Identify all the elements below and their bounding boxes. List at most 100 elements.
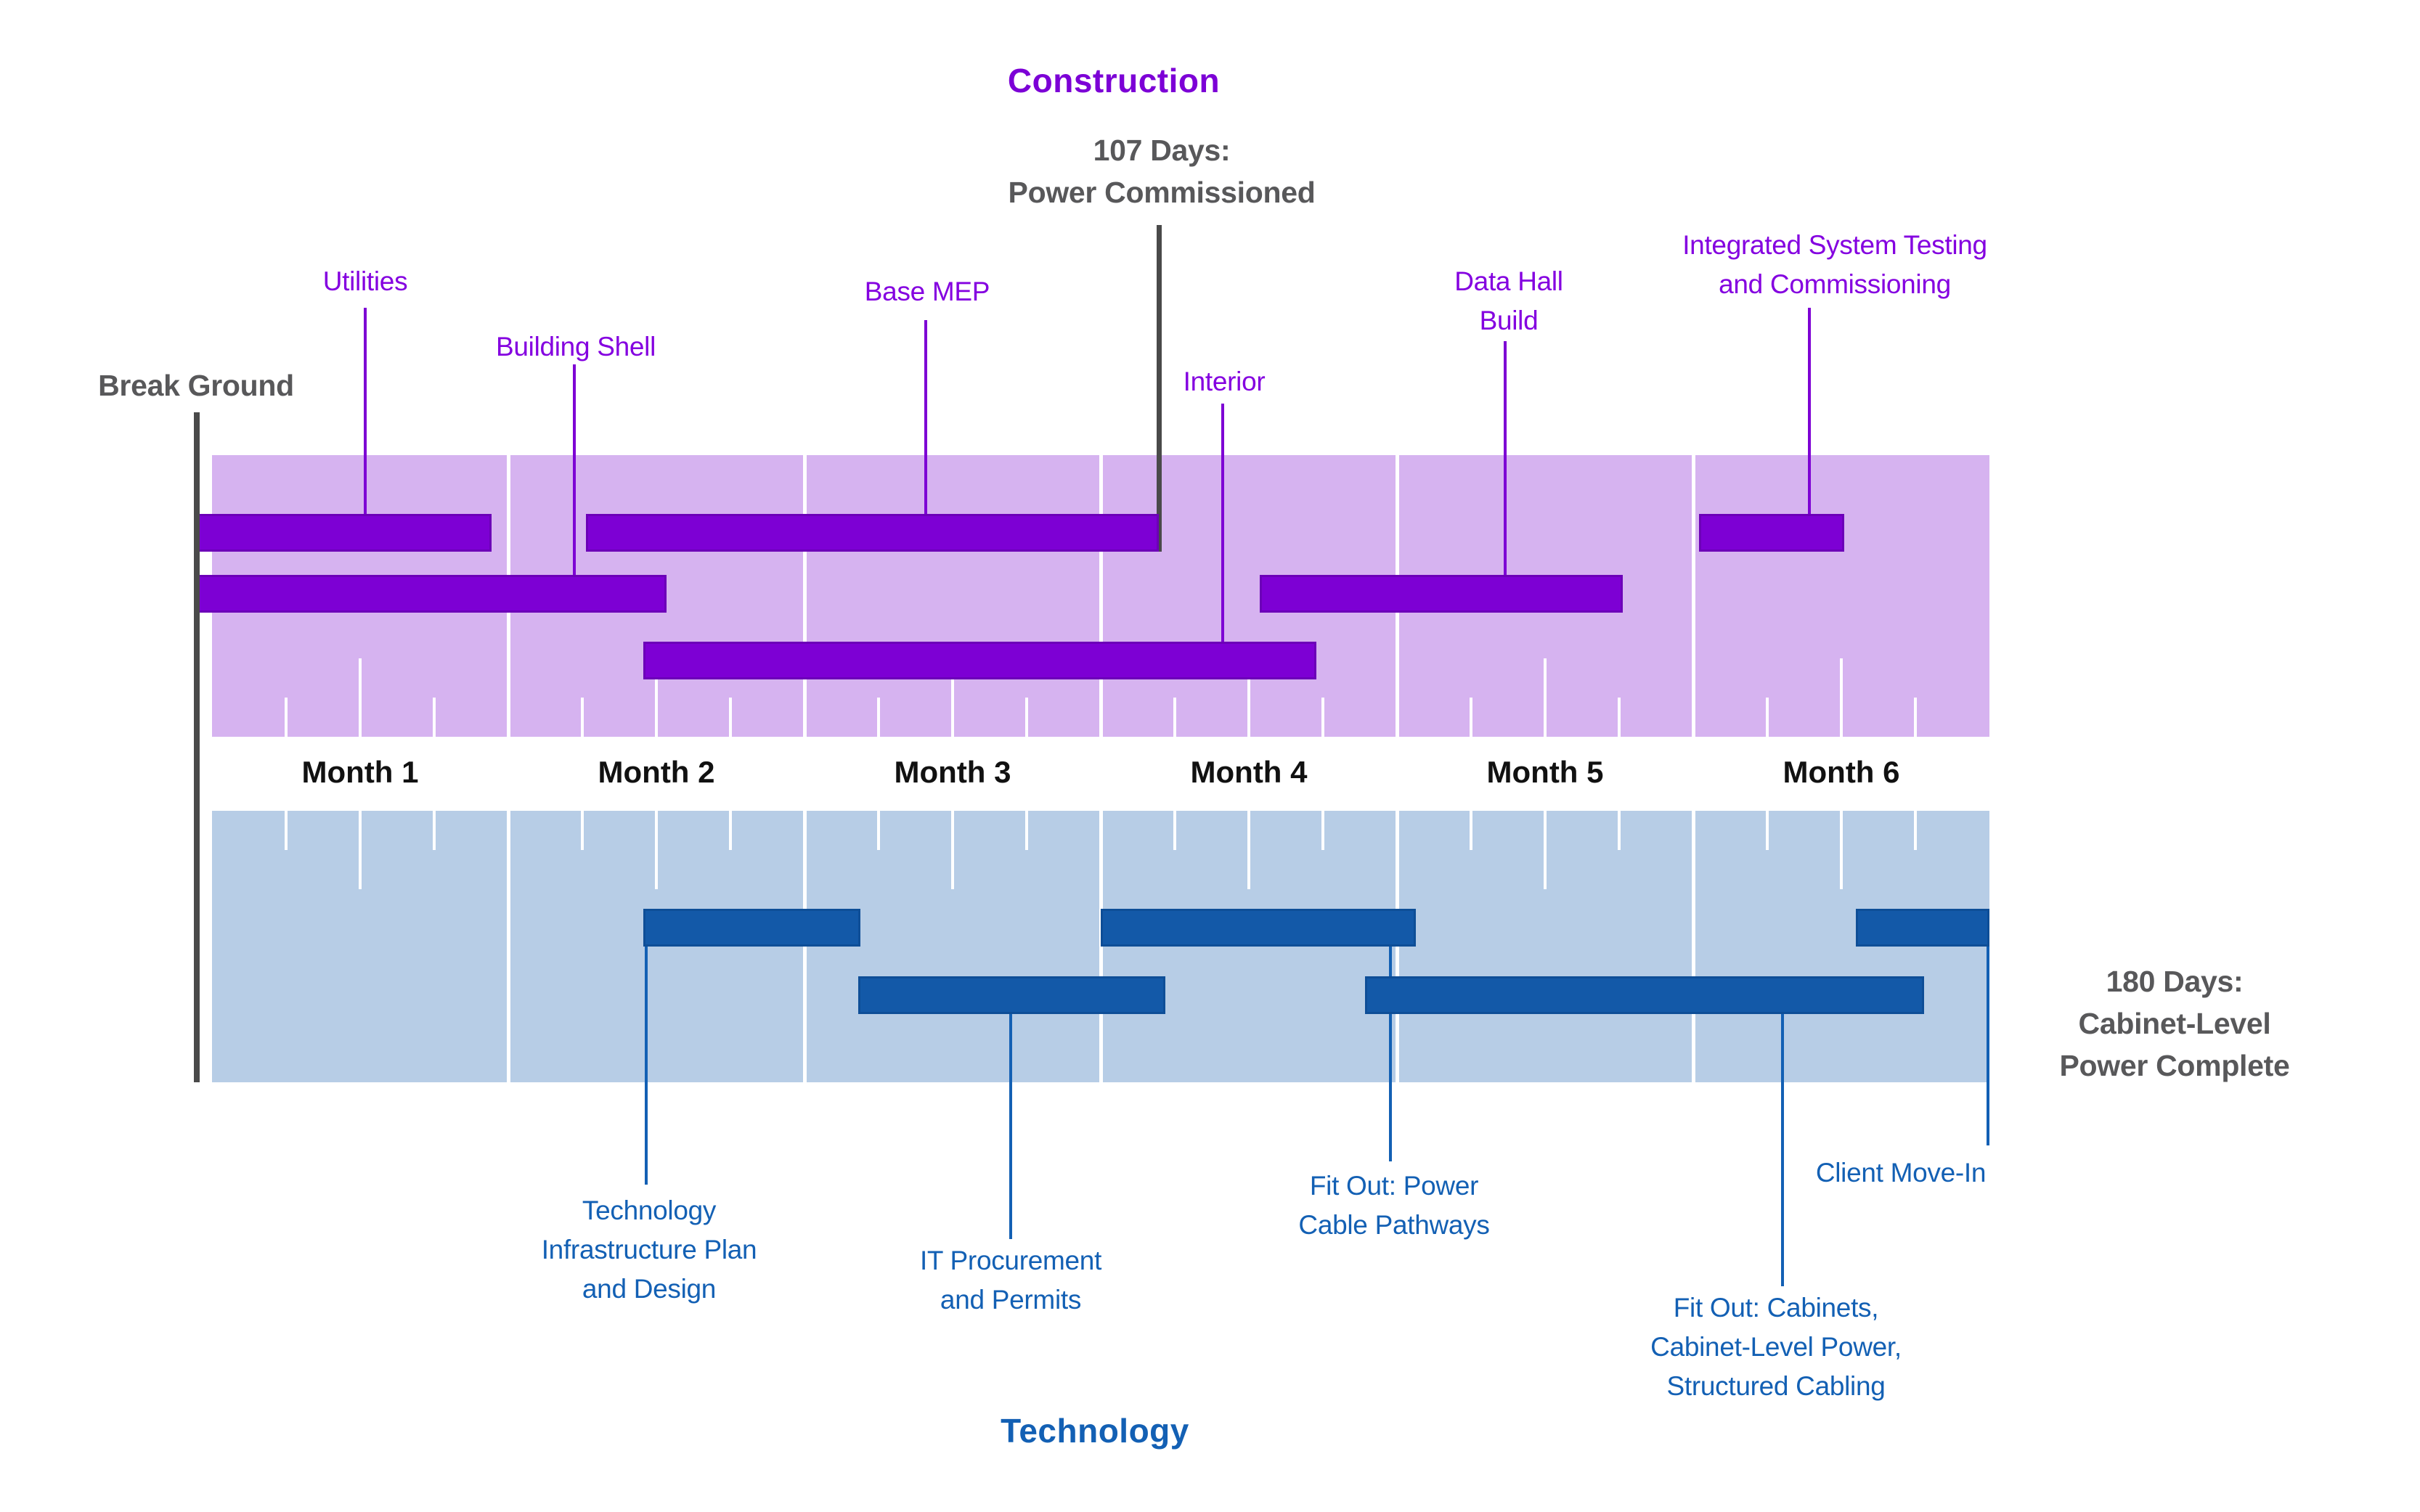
week-tick <box>951 811 954 889</box>
week-tick <box>1840 811 1843 889</box>
month-label-4: Month 4 <box>1190 755 1308 789</box>
leader-integrated-system-testing <box>1808 308 1811 514</box>
week-tick <box>1470 811 1472 850</box>
week-tick <box>729 698 732 737</box>
data-hall-line1: Data Hall <box>1454 266 1563 296</box>
week-tick <box>1321 811 1324 850</box>
task-label-it-procurement: IT Procurement and Permits <box>920 1241 1101 1320</box>
week-tick <box>1618 698 1621 737</box>
week-tick <box>1247 658 1250 737</box>
leader-base-mep <box>924 320 927 514</box>
bar-interior <box>643 642 1316 679</box>
it-proc-line1: IT Procurement <box>919 1246 1102 1275</box>
fitout-cab-line1: Fit Out: Cabinets, <box>1673 1293 1879 1323</box>
week-tick <box>581 811 584 850</box>
task-label-data-hall-build: Data Hall Build <box>1454 262 1563 340</box>
week-tick <box>1914 698 1917 737</box>
tech-infra-line1: Technology <box>582 1196 717 1225</box>
bar-fitout-power <box>1101 909 1416 947</box>
month-separator <box>1692 811 1695 1082</box>
week-tick <box>581 698 584 737</box>
fitout-cab-line2: Cabinet-Level Power, <box>1650 1332 1902 1362</box>
week-tick <box>1247 811 1250 889</box>
leader-utilities <box>364 308 367 514</box>
bar-data-hall-build <box>1260 575 1623 613</box>
month-label-1: Month 1 <box>301 755 419 789</box>
week-tick <box>285 698 288 737</box>
week-tick <box>1766 698 1769 737</box>
month-separator <box>1099 811 1103 1082</box>
month-separator <box>803 811 807 1082</box>
week-tick <box>359 658 362 737</box>
bar-base-mep <box>586 514 1159 552</box>
milestone-line-107-days <box>1157 225 1162 552</box>
fitout-cab-line3: Structured Cabling <box>1666 1371 1886 1401</box>
leader-client-move-in <box>1987 947 1989 1145</box>
leader-it-procurement <box>1009 1014 1012 1239</box>
week-tick <box>729 811 732 850</box>
data-hall-line2: Build <box>1479 306 1539 335</box>
week-tick <box>1544 811 1547 889</box>
leader-interior <box>1221 404 1224 642</box>
milestone-180-line3: Power Complete <box>2059 1049 2290 1082</box>
task-label-fitout-cabinets: Fit Out: Cabinets, Cabinet-Level Power, … <box>1650 1288 1902 1406</box>
bar-building-shell <box>194 575 667 613</box>
week-tick <box>433 698 436 737</box>
milestone-label-107-days: 107 Days: Power Commissioned <box>1009 129 1316 213</box>
milestone-180-line2: Cabinet-Level <box>2078 1007 2271 1040</box>
leader-data-hall-build <box>1504 341 1507 575</box>
month-label-2: Month 2 <box>598 755 715 789</box>
month-separator <box>1099 455 1103 737</box>
week-tick <box>877 811 880 850</box>
bar-integrated-system-testing <box>1699 514 1844 552</box>
week-tick <box>655 811 658 889</box>
task-label-base-mep: Base MEP <box>864 277 990 306</box>
month-label-3: Month 3 <box>894 755 1011 789</box>
week-tick <box>1321 698 1324 737</box>
week-tick <box>1766 811 1769 850</box>
lane-title-construction: Construction <box>1007 62 1221 99</box>
istc-line2: and Commissioning <box>1719 269 1951 299</box>
month-separator <box>507 811 510 1082</box>
lane-title-technology: Technology <box>1001 1412 1189 1450</box>
it-proc-line2: and Permits <box>940 1285 1082 1315</box>
milestone-107-line1: 107 Days: <box>1093 134 1231 167</box>
week-tick <box>1914 811 1917 850</box>
week-tick <box>1840 658 1843 737</box>
task-label-utilities: Utilities <box>322 266 408 296</box>
month-label-6: Month 6 <box>1783 755 1900 789</box>
task-label-tech-infrastructure-plan: Technology Infrastructure Plan and Desig… <box>542 1191 757 1309</box>
istc-line1: Integrated System Testing <box>1682 230 1987 260</box>
week-tick <box>877 698 880 737</box>
leader-fitout-cabinets <box>1781 1014 1784 1286</box>
week-tick <box>433 811 436 850</box>
week-tick <box>951 658 954 737</box>
week-tick <box>1025 698 1028 737</box>
week-tick <box>655 658 658 737</box>
month-separator <box>1396 811 1399 1082</box>
task-label-interior: Interior <box>1183 367 1266 396</box>
bar-utilities <box>194 514 492 552</box>
bar-tech-infrastructure-plan <box>643 909 860 947</box>
tech-infra-line2: Infrastructure Plan <box>541 1235 757 1264</box>
week-tick <box>1173 811 1176 850</box>
leader-building-shell <box>573 364 576 575</box>
fitout-power-line2: Cable Pathways <box>1298 1210 1490 1240</box>
month-separator <box>803 455 807 737</box>
week-tick <box>359 811 362 889</box>
week-tick <box>1470 698 1472 737</box>
fitout-power-line1: Fit Out: Power <box>1309 1171 1479 1201</box>
week-tick <box>1025 811 1028 850</box>
bar-client-move-in <box>1856 909 1989 947</box>
month-separator <box>1692 455 1695 737</box>
month-label-5: Month 5 <box>1486 755 1604 789</box>
milestone-line-break-ground <box>194 412 200 1082</box>
milestone-107-line2: Power Commissioned <box>1008 176 1316 209</box>
week-tick <box>1544 658 1547 737</box>
milestone-label-break-ground: Break Ground <box>98 369 294 402</box>
bar-fitout-cabinets <box>1365 976 1924 1014</box>
leader-fitout-power <box>1389 947 1392 1161</box>
tech-infra-line3: and Design <box>582 1274 717 1304</box>
milestone-label-180-days: 180 Days: Cabinet-Level Power Complete <box>2059 960 2289 1087</box>
